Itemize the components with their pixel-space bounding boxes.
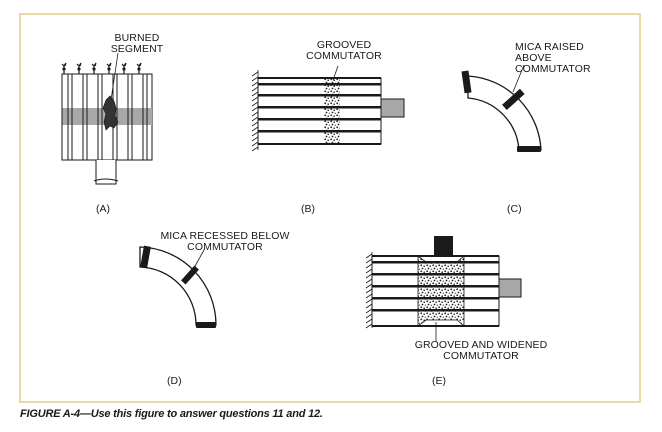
- diagram-a-burn-mark: [102, 95, 119, 131]
- diagram-e-shaft: [498, 278, 522, 298]
- label-d-line2: COMMUTATOR: [187, 241, 263, 253]
- diagram-e-grooved-widened: [365, 236, 522, 342]
- label-b-line1: GROOVED: [316, 39, 372, 51]
- diagram-b-hatching: [251, 70, 259, 152]
- label-e-line1: GROOVED AND WIDENED: [414, 339, 548, 351]
- label-e-line2: COMMUTATOR: [443, 350, 519, 362]
- diagram-d-recessed-mica: [181, 265, 199, 285]
- panel-letter-c: (C): [507, 203, 522, 215]
- panel-letter-e: (E): [432, 375, 446, 387]
- diagram-b-groove: [324, 78, 340, 144]
- label-c-line1: MICA RAISED: [515, 41, 584, 53]
- label-c-line2: ABOVE: [515, 52, 552, 64]
- panel-letter-a: (A): [96, 203, 110, 215]
- label-a-line1: BURNED: [114, 32, 160, 44]
- label-c-mica-raised: MICA RAISED ABOVE COMMUTATOR: [515, 42, 603, 75]
- panel-letter-b: (B): [301, 203, 315, 215]
- diagram-c-mica-raised: [461, 64, 542, 152]
- diagram-e-brush: [434, 236, 453, 256]
- diagram-e-hatching: [365, 252, 373, 329]
- diagram-b-leader: [332, 65, 339, 81]
- label-b-grooved-commutator: GROOVED COMMUTATOR: [300, 40, 388, 62]
- label-d-line1: MICA RECESSED BELOW: [160, 230, 290, 242]
- diagram-a-leader: [110, 52, 119, 101]
- diagram-b-shaft: [380, 98, 405, 118]
- diagram-e-widened-groove: [417, 255, 465, 327]
- label-b-line2: COMMUTATOR: [306, 50, 382, 62]
- panel-letter-d: (D): [167, 375, 182, 387]
- label-c-line3: COMMUTATOR: [515, 63, 591, 75]
- diagram-c-leader: [512, 64, 525, 93]
- diagram-b-grooved-commutator: [251, 65, 405, 152]
- diagram-a-riser-wires: [61, 62, 142, 74]
- figure-caption: FIGURE A-4—Use this figure to answer que…: [20, 408, 323, 420]
- label-a-line2: SEGMENT: [110, 43, 164, 55]
- diagram-a-shaft: [95, 160, 117, 185]
- diagram-a-commutator: [61, 52, 153, 185]
- label-a-burned-segment: BURNED SEGMENT: [104, 33, 170, 55]
- diagram-d-mica-recessed: [139, 245, 217, 328]
- label-e-grooved-widened: GROOVED AND WIDENED COMMUTATOR: [396, 340, 566, 362]
- diagram-d-leader: [193, 249, 205, 269]
- diagram-c-raised-mica: [502, 88, 525, 111]
- label-d-mica-recessed: MICA RECESSED BELOW COMMUTATOR: [150, 231, 300, 253]
